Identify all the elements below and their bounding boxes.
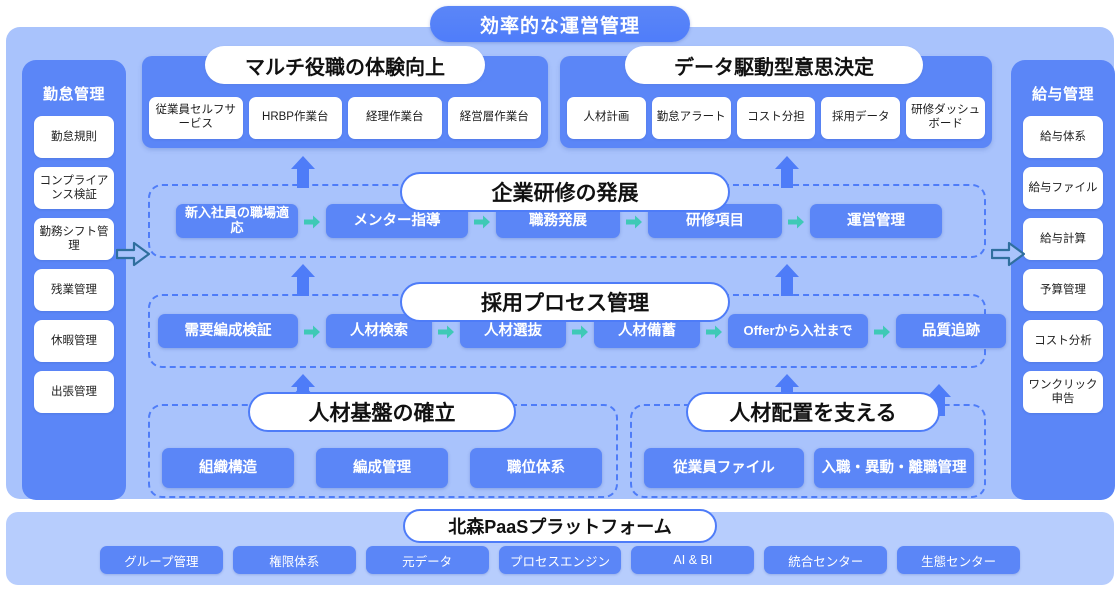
chip-workforce-planning[interactable]: 人材計画 xyxy=(567,97,646,139)
arrow-up-to-training-left-icon xyxy=(290,263,316,297)
node-onboard-transfer-offboard[interactable]: 入職・異動・離職管理 xyxy=(814,448,974,488)
sidebar-item-salary-file[interactable]: 給与ファイル xyxy=(1023,167,1103,209)
node-employee-file[interactable]: 従業員ファイル xyxy=(644,448,804,488)
sidebar-item-attendance-rules[interactable]: 勤怠規則 xyxy=(34,116,114,158)
sidebar-left-attendance[interactable]: 勤怠管理 勤怠規則 コンプライアンス検証 勤務シフト管理 残業管理 休暇管理 出… xyxy=(22,60,126,500)
page-title: 効率的な運営管理 xyxy=(430,6,690,42)
sidebar-item-compliance[interactable]: コンプライアンス検証 xyxy=(34,167,114,209)
card-multi-role-chip-row: 従業員セルフサービス HRBP作業台 経理作業台 経営層作業台 xyxy=(149,97,541,139)
sidebar-item-overtime[interactable]: 残業管理 xyxy=(34,269,114,311)
sidebar-item-one-click-declare[interactable]: ワンクリック申告 xyxy=(1023,371,1103,413)
arrow-up-to-multi-role-icon xyxy=(290,155,316,189)
node-quality-tracking[interactable]: 品質追跡 xyxy=(896,314,1006,348)
group-talent-foundation-title: 人材基盤の確立 xyxy=(248,392,516,432)
flow-arrow-icon xyxy=(706,325,722,339)
arrow-right-out-of-board-icon xyxy=(990,241,1026,267)
sidebar-item-leave[interactable]: 休暇管理 xyxy=(34,320,114,362)
chip-accounting-workbench[interactable]: 経理作業台 xyxy=(348,97,442,139)
node-mentor-guidance[interactable]: メンター指導 xyxy=(326,204,468,238)
chip-cost-allocation[interactable]: コスト分担 xyxy=(736,97,816,139)
flow-arrow-icon xyxy=(304,325,320,339)
node-org-structure[interactable]: 組織構造 xyxy=(162,448,294,488)
flow-arrow-icon xyxy=(438,325,454,339)
node-operation-management[interactable]: 運営管理 xyxy=(810,204,942,238)
flow-arrow-icon xyxy=(626,215,642,229)
platform-chip-master-data[interactable]: 元データ xyxy=(365,546,489,574)
sidebar-item-business-trip[interactable]: 出張管理 xyxy=(34,371,114,413)
arrow-up-to-data-driven-icon xyxy=(774,155,800,189)
node-offer-to-onboarding[interactable]: Offerから入社まで xyxy=(728,314,868,348)
sidebar-right-title: 給与管理 xyxy=(1031,85,1094,103)
sidebar-item-salary-calc[interactable]: 給与計算 xyxy=(1023,218,1103,260)
platform-chip-ecosystem-center[interactable]: 生態センター xyxy=(897,546,1021,574)
card-data-driven-title: データ駆動型意思決定 xyxy=(625,46,923,84)
node-position-system[interactable]: 職位体系 xyxy=(470,448,602,488)
chip-employee-self-service[interactable]: 従業員セルフサービス xyxy=(149,97,243,139)
flow-arrow-icon xyxy=(874,325,890,339)
platform-chip-group-management[interactable]: グループ管理 xyxy=(100,546,223,574)
platform-chip-permission-system[interactable]: 権限体系 xyxy=(232,546,356,574)
card-data-driven-chip-row: 人材計画 勤怠アラート コスト分担 採用データ 研修ダッシュボード xyxy=(567,97,985,139)
platform-title: 北森PaaSプラットフォーム xyxy=(403,509,717,543)
card-multi-role-title: マルチ役職の体験向上 xyxy=(205,46,485,84)
platform-chip-ai-bi[interactable]: AI & BI xyxy=(631,546,755,574)
arrow-up-to-training-right-icon xyxy=(774,263,800,297)
node-newcomer-onboarding[interactable]: 新入社員の職場適応 xyxy=(176,204,298,238)
flow-arrow-icon xyxy=(572,325,588,339)
flow-arrow-icon xyxy=(304,215,320,229)
flow-arrow-icon xyxy=(788,215,804,229)
chip-attendance-alert[interactable]: 勤怠アラート xyxy=(651,97,731,139)
group-training-development-title: 企業研修の発展 xyxy=(400,172,730,212)
chip-hrbp-workbench[interactable]: HRBP作業台 xyxy=(248,97,342,139)
chip-recruiting-data[interactable]: 採用データ xyxy=(821,97,901,139)
center-board: 従業員セルフサービス HRBP作業台 経理作業台 経営層作業台 マルチ役職の体験… xyxy=(142,46,1006,500)
flow-arrow-icon xyxy=(474,215,490,229)
group-recruiting-process-title: 採用プロセス管理 xyxy=(400,282,730,322)
platform-chip-row: グループ管理 権限体系 元データ プロセスエンジン AI & BI 統合センター… xyxy=(100,546,1021,574)
node-demand-structure-validation[interactable]: 需要編成検証 xyxy=(158,314,298,348)
sidebar-item-budget[interactable]: 予算管理 xyxy=(1023,269,1103,311)
chip-executive-workbench[interactable]: 経営層作業台 xyxy=(447,97,541,139)
sidebar-item-shift[interactable]: 勤務シフト管理 xyxy=(34,218,114,260)
sidebar-left-title: 勤怠管理 xyxy=(42,85,105,103)
platform-chip-process-engine[interactable]: プロセスエンジン xyxy=(498,546,622,574)
group-talent-allocation-title: 人材配置を支える xyxy=(686,392,940,432)
node-headcount-management[interactable]: 編成管理 xyxy=(316,448,448,488)
sidebar-item-salary-structure[interactable]: 給与体系 xyxy=(1023,116,1103,158)
sidebar-item-cost-analysis[interactable]: コスト分析 xyxy=(1023,320,1103,362)
sidebar-right-payroll[interactable]: 給与管理 給与体系 給与ファイル 給与計算 予算管理 コスト分析 ワンクリック申… xyxy=(1011,60,1115,500)
platform-chip-integration-center[interactable]: 統合センター xyxy=(764,546,888,574)
chip-training-dashboard[interactable]: 研修ダッシュボード xyxy=(906,97,985,139)
arrow-right-into-board-icon xyxy=(115,241,151,267)
